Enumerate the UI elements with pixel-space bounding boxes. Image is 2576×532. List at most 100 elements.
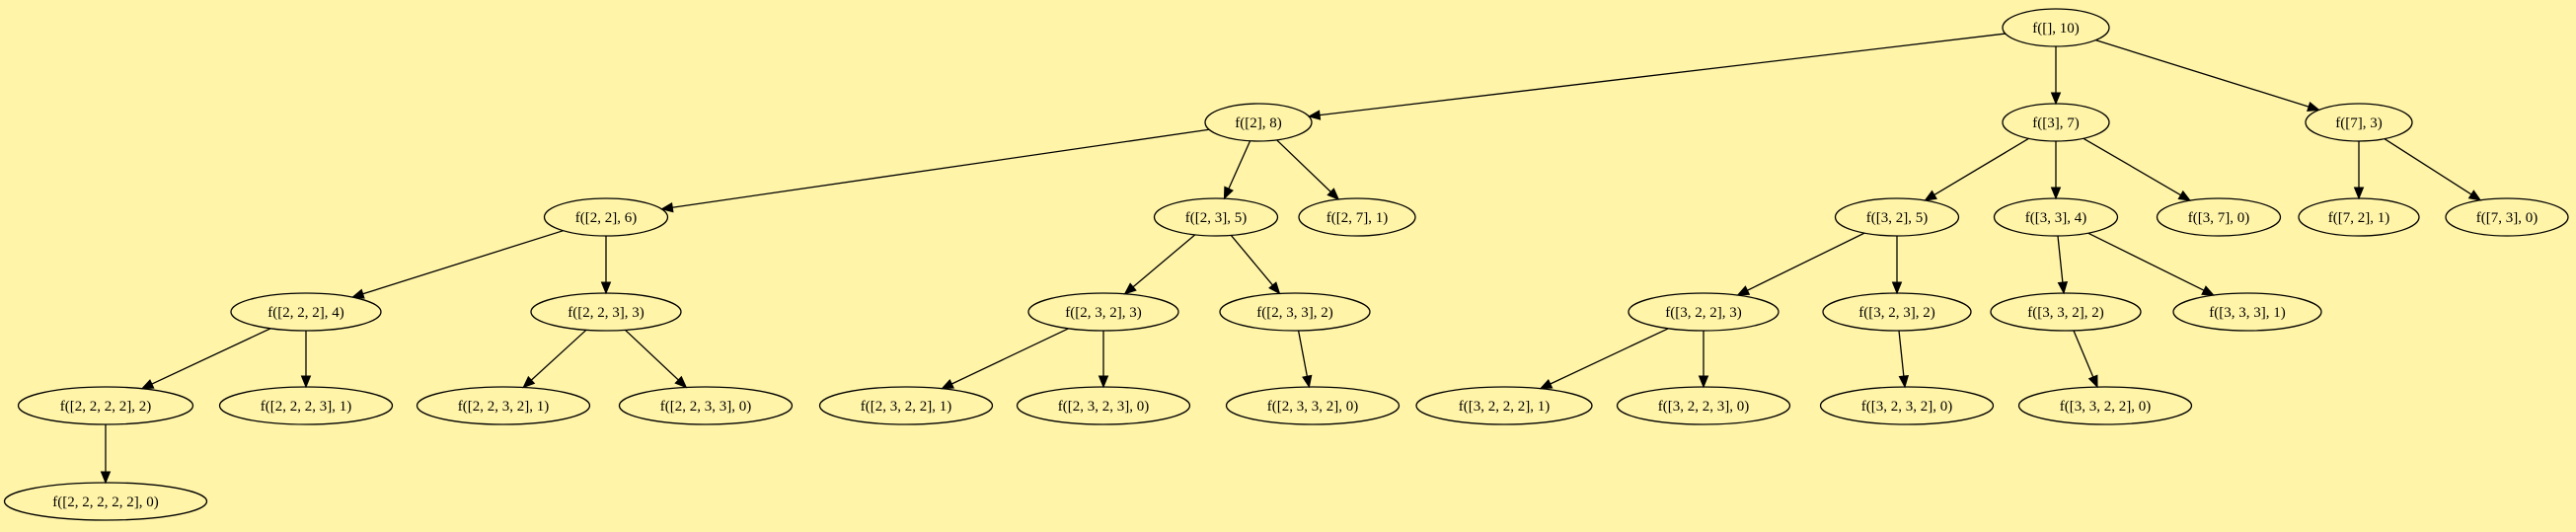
edge-line [2095,39,2310,108]
edge-n13-n23 [625,329,688,389]
node-label: f([3, 2, 3, 2], 0) [1861,399,1952,415]
tree-node-n1: f([2], 8) [1204,103,1313,142]
arrowhead-icon [350,288,365,299]
node-ellipse [1819,386,1995,425]
edge-line [151,328,271,385]
node-label: f([3, 2, 2, 2], 1) [1459,399,1550,415]
tree-node-n23: f([2, 2, 3, 3], 0) [618,386,794,425]
nodes-layer: f([], 10) f([2], 8) f([3], 7) f([7], 3) f([2… [3,8,2569,521]
edge-line [1933,137,2029,195]
edge-line [2087,232,2205,291]
arrowhead-icon [660,201,674,213]
arrowhead-icon [1326,188,1340,200]
tree-node-n5: f([2, 3], 5) [1153,197,1279,237]
arrowhead-icon [1736,285,1751,296]
edge-line [1276,139,1331,192]
edge-line [1228,140,1251,190]
edge-line [1898,330,1905,377]
node-label: f([2, 2], 6) [575,210,637,226]
tree-node-n30: f([3, 3, 2, 2], 0) [2017,386,2193,425]
edge-line [2384,138,2472,195]
arrowhead-icon [1698,375,1709,389]
arrowhead-icon [1924,190,1937,201]
edge-line [2057,235,2064,283]
node-label: f([], 10) [2032,21,2079,37]
edge-line [951,328,1069,385]
edge-n4-n13 [600,236,612,295]
tree-node-n31: f([2, 2, 2, 2, 2], 0) [3,482,208,521]
node-ellipse [543,197,669,237]
node-ellipse [1993,197,2119,237]
tree-node-n17: f([3, 2, 3], 2) [1822,292,1972,332]
edge-n12-n21 [300,331,312,389]
node-label: f([3, 3], 4) [2025,210,2086,226]
node-label: f([3, 7], 0) [2188,210,2249,226]
arrowhead-icon [941,379,955,390]
node-label: f([2, 3, 2, 2], 1) [861,399,951,415]
node-ellipse [2305,103,2413,142]
edge-n2-n9 [2083,137,2192,201]
edge-line [530,329,587,381]
node-ellipse [1027,292,1179,332]
node-label: f([2, 3, 3], 2) [1256,305,1332,321]
arrowhead-icon [522,375,536,389]
node-ellipse [1822,292,1972,332]
node-label: f([3, 3, 2, 2], 0) [2060,399,2151,415]
arrowhead-icon [2050,187,2062,200]
arrowhead-icon [2353,187,2365,200]
tree-node-n21: f([2, 2, 2, 3], 1) [218,386,394,425]
node-label: f([2, 2, 2, 2, 2], 0) [52,494,158,510]
arrowhead-icon [2201,285,2216,296]
edge-n13-n22 [522,329,587,389]
node-ellipse [1616,386,1791,425]
tree-node-n27: f([3, 2, 2, 2], 1) [1415,386,1593,425]
tree-node-n0: f([], 10) [2002,8,2110,47]
node-ellipse [1298,197,1416,237]
edge-n8-n19 [2087,232,2216,296]
arrowhead-icon [1898,375,1910,389]
node-label: f([7, 2], 1) [2328,210,2389,226]
edge-line [1230,235,1273,286]
edge-n2-n8 [2050,141,2062,200]
arrowhead-icon [1123,282,1137,295]
edge-n2-n7 [1924,137,2029,201]
edge-line [2073,330,2094,378]
tree-node-n29: f([3, 2, 3, 2], 0) [1819,386,1995,425]
edge-line [362,230,564,295]
node-label: f([2, 2, 2, 2], 2) [60,399,151,415]
node-label: f([3], 7) [2032,115,2079,131]
edge-line [1550,328,1669,385]
tree-node-n11: f([7, 3], 0) [2445,197,2569,237]
node-ellipse [1628,292,1780,332]
tree-node-n20: f([2, 2, 2, 2], 2) [17,386,194,425]
node-ellipse [530,292,682,332]
node-ellipse [2445,197,2569,237]
tree-node-n19: f([3, 3, 3], 1) [2172,292,2322,332]
tree-node-n14: f([2, 3, 2], 3) [1027,292,1179,332]
edge-line [1297,330,1308,377]
node-label: f([2, 2, 3, 2], 1) [458,399,549,415]
edge-n15-n26 [1297,330,1313,389]
edge-n0-n1 [1307,33,2006,120]
node-ellipse [2172,292,2322,332]
node-label: f([7], 3) [2335,115,2382,131]
node-ellipse [17,386,194,425]
node-label: f([3, 3, 3], 1) [2209,305,2285,321]
tree-node-n8: f([3, 3], 4) [1993,197,2119,237]
tree-node-n6: f([2, 7], 1) [1298,197,1416,237]
node-ellipse [1153,197,1279,237]
arrowhead-icon [674,375,688,389]
tree-node-n15: f([2, 3, 3], 2) [1219,292,1371,332]
arrowhead-icon [1098,375,1109,389]
arrowhead-icon [2177,190,2192,201]
node-label: f([2, 2, 2, 3], 1) [261,399,351,415]
node-label: f([2, 3, 2], 3) [1065,305,1141,321]
node-ellipse [230,292,382,332]
edge-n14-n25 [1098,331,1109,389]
node-label: f([2, 2, 3], 3) [568,305,644,321]
node-label: f([2, 3, 2, 3], 0) [1058,399,1149,415]
edge-n17-n29 [1898,330,1910,389]
node-ellipse [1225,386,1401,425]
tree-node-n25: f([2, 3, 2, 3], 0) [1016,386,1191,425]
node-ellipse [1219,292,1371,332]
